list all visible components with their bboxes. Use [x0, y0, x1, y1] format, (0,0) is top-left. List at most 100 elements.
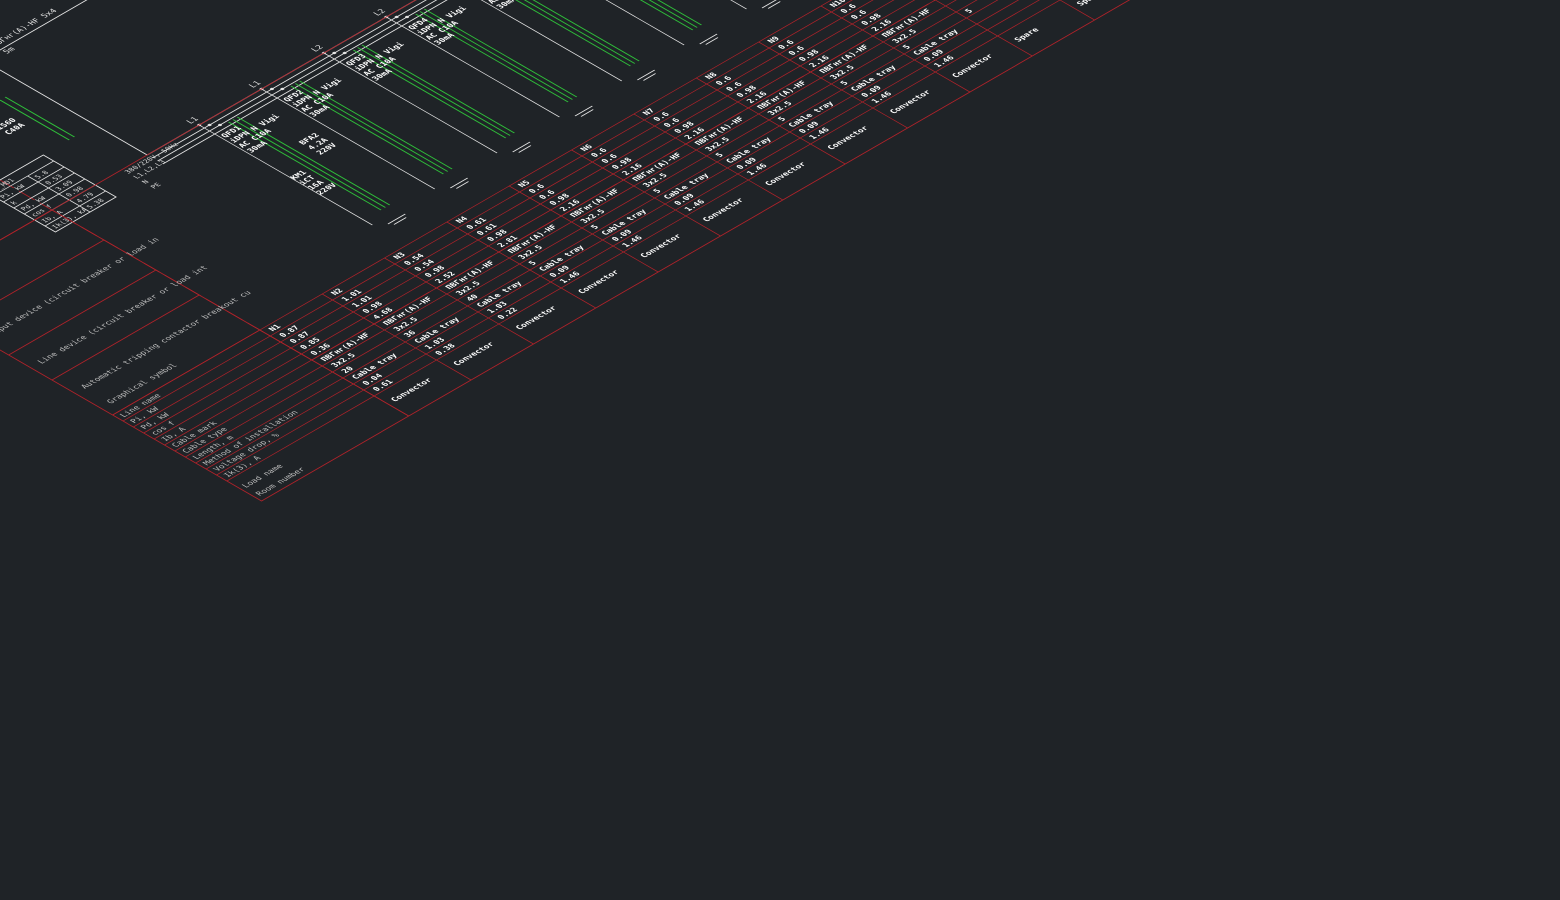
line-drop — [198, 124, 373, 226]
input-switch-pole — [4, 96, 75, 138]
line-feeder-green — [228, 121, 382, 211]
ground-symbol — [643, 73, 656, 81]
line-feeder-green — [539, 0, 694, 31]
line-value: 0.6 — [662, 117, 682, 129]
ground-symbol — [393, 217, 407, 225]
line-name: N7 — [641, 107, 657, 116]
summary-table-rowline — [13, 172, 75, 209]
line-value: 0.6 — [599, 153, 619, 165]
data-table-colline — [945, 0, 1095, 21]
line-feeder-green — [415, 13, 569, 103]
line-feeder-green — [294, 83, 449, 172]
line-phase-label: L2 — [372, 8, 388, 17]
line-load-name: Convector — [514, 305, 559, 331]
line-load-name: Convector — [638, 233, 683, 259]
data-table-bandline — [0, 239, 105, 326]
line-feeder-green — [423, 8, 578, 98]
line-drop — [261, 88, 436, 190]
row-label-input-device: Input device (circuit breaker or load in — [0, 236, 161, 337]
line-feeder-green — [477, 0, 631, 67]
ground-symbol — [512, 141, 531, 153]
junction-dot — [207, 123, 212, 127]
line-name: N4 — [454, 215, 470, 224]
line-value: 0.6 — [724, 81, 744, 93]
line-value: 0.6 — [849, 9, 869, 21]
contactor-id: KM1 — [288, 169, 308, 181]
data-table-rowline — [174, 0, 1218, 452]
data-table-bandline — [51, 294, 200, 381]
data-table-rowline — [143, 0, 1187, 434]
line-load-name: Convector — [763, 161, 808, 187]
row-label-auto-trip: Automatic tripping contactor breakout cu — [79, 289, 253, 390]
summary-table-rowline — [3, 166, 65, 203]
line-phase-label: L1 — [247, 80, 263, 89]
line-name: N5 — [516, 179, 532, 188]
junction-dot — [280, 87, 285, 91]
incoming-cable-mark: ПВГнг(А)-HF 5х4 — [0, 7, 59, 48]
line-feeder-green — [361, 44, 515, 134]
junction-dot — [342, 51, 347, 55]
line-value: 5 — [838, 79, 850, 86]
line-value: 40 — [464, 293, 480, 302]
busbar-3 — [162, 0, 917, 165]
row-label-line-device: Line device (circuit breaker or load int — [36, 264, 210, 365]
line-name: N6 — [578, 143, 594, 152]
line-value: 5 — [651, 187, 663, 194]
line-value: 0.6 — [537, 189, 557, 201]
line-drop — [385, 16, 560, 118]
data-table-colline — [384, 257, 534, 345]
line-value: 5 — [589, 223, 601, 230]
line-load-name: Convector — [825, 125, 870, 151]
ground-symbol — [580, 109, 594, 117]
line-value: 5 — [901, 43, 913, 50]
line-load-name: Convector — [950, 53, 995, 79]
summary-table-rowline — [23, 178, 86, 215]
junction-dot — [405, 15, 409, 19]
line-feeder-green — [419, 11, 573, 100]
summary-table-rowline — [0, 160, 55, 197]
line-load-name: Convector — [389, 377, 434, 403]
incoming-drop — [0, 59, 148, 156]
ground-symbol — [767, 1, 781, 9]
single-line-diagram: SDB1QFNSX100N100TM100DПВГнг(А)-HF 5х45mQ… — [0, 0, 1306, 502]
summary-table-label: k — [9, 199, 20, 206]
line-feeder-green — [299, 80, 453, 170]
data-table-colline — [571, 149, 721, 237]
incoming-cable-length: 5m — [1, 46, 17, 55]
line-drop — [510, 0, 685, 46]
line-value: 0.6 — [589, 147, 609, 159]
line-phase-label: L2 — [309, 44, 325, 53]
junction-dot — [394, 15, 399, 19]
line-name: N9 — [766, 35, 782, 44]
data-table-colline — [508, 185, 659, 273]
row-label-room-number: Room number — [254, 466, 308, 497]
data-table-rowline — [184, 0, 1229, 458]
data-table-colline — [882, 0, 1033, 57]
line-load-name: Spare — [1012, 26, 1041, 43]
line-drop — [448, 0, 623, 82]
ground-symbol — [574, 105, 593, 117]
data-table-colline — [321, 293, 472, 381]
summary-table-value: 5.8 — [33, 170, 51, 180]
data-table-colline — [633, 113, 784, 201]
data-table-colline — [820, 5, 971, 93]
line-feeder-green — [357, 47, 511, 136]
contactor-rating: 16A — [306, 179, 326, 191]
incoming-cable — [0, 0, 321, 61]
line-load-name: Convector — [888, 89, 933, 115]
line-name: N3 — [391, 251, 407, 260]
ground-symbol — [705, 37, 719, 45]
line-value: 0.6 — [527, 183, 547, 195]
line-feeder-green — [481, 0, 636, 64]
ground-symbol — [455, 181, 469, 189]
data-table-bandline — [0, 209, 53, 296]
line-value: 0.6 — [651, 111, 671, 123]
data-table-colline — [758, 41, 908, 129]
line-feeder-green — [544, 0, 698, 28]
line-load-name: Convector — [576, 269, 621, 295]
ground-symbol — [449, 177, 469, 189]
junction-dot — [332, 51, 337, 55]
line-name: N1 — [267, 323, 283, 332]
